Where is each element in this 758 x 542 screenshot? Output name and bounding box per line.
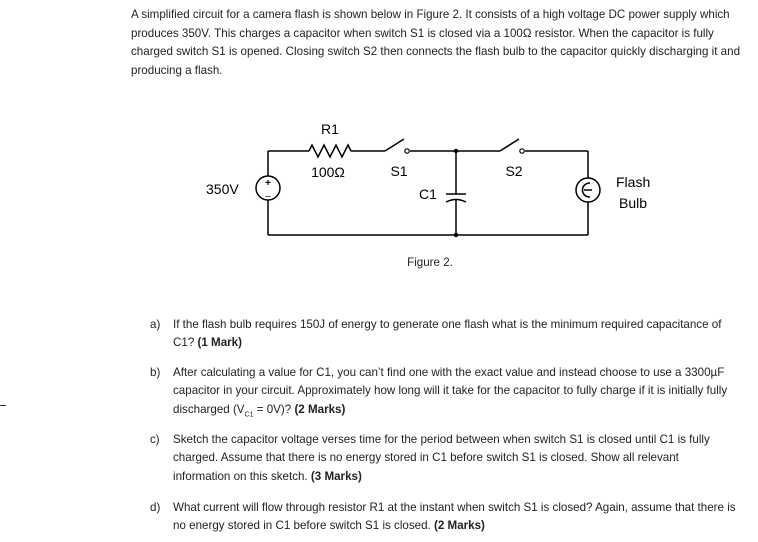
voltage-source-symbol [255,175,281,201]
switch-s2-contact [519,148,525,154]
circuit-diagram: 350V + – R1 100Ω S1 C1 S2 Flash Bulb [206,121,650,238]
source-label: 350V [206,181,239,197]
switch-s1-contact [404,148,410,154]
resistor-r1 [308,143,352,159]
question-letter: d) [150,501,161,514]
junction-top [453,148,459,154]
source-plus-sign: + [265,178,271,189]
resistor-label: R1 [321,121,339,137]
switch-s2-blade [499,138,520,152]
question-marks: (2 Marks) [434,519,485,533]
margin-mark [0,405,6,406]
question-text: After calculating a value for C1, you ca… [173,366,728,416]
bulb-filament-icon [581,182,591,198]
bulb-label-line2: Bulb [619,195,647,211]
question-text: If the flash bulb requires 150J of energ… [173,318,722,350]
question-letter: b) [150,366,161,379]
question-text-after: = 0V)? [253,402,292,416]
question-subscript: C1 [244,411,254,419]
question-letter: a) [150,318,161,331]
junction-bottom [453,232,459,238]
capacitor-label: C1 [419,186,437,202]
switch-s1-blade [384,138,405,152]
intro-paragraph: A simplified circuit for a camera flash … [131,8,741,77]
question-text: Sketch the capacitor voltage verses time… [173,433,710,483]
question-marks: (3 Marks) [310,469,362,483]
question-text: What current will flow through resistor … [173,501,736,533]
switch2-label: S2 [505,163,522,179]
resistor-value: 100Ω [311,164,345,180]
question-marks: (2 Marks) [294,402,346,416]
bulb-label-line1: Flash [616,174,650,190]
switch1-label: S1 [390,163,407,179]
question-letter: c) [150,433,160,446]
source-minus-sign: – [265,191,271,202]
figure-caption: Figure 2. [407,256,453,269]
question-marks: (1 Mark) [197,336,242,350]
